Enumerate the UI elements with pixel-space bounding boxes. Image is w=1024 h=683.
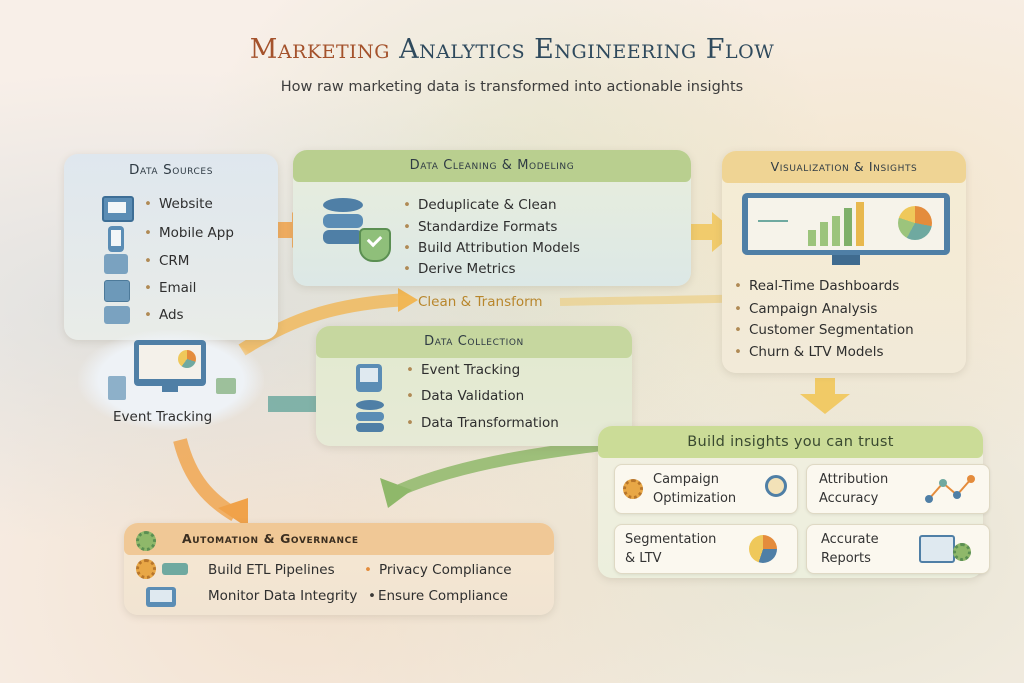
pie-chart-icon (178, 350, 196, 368)
viz-item-churn: Churn & LTV Models (748, 344, 884, 360)
campaign-line2: Optimization (653, 491, 737, 506)
pipeline-icon (162, 563, 188, 575)
clean-transform-label: Clean & Transform (418, 294, 543, 310)
governance-heading: Automation & Governance (124, 523, 554, 555)
cleaning-item-deduplicate: Deduplicate & Clean (417, 197, 557, 213)
governance-panel: Automation & Governance Build ETL Pipeli… (124, 523, 554, 615)
small-chart-icon (216, 378, 236, 394)
arrow-clean-head (398, 288, 418, 312)
event-tracking-cloud (78, 330, 264, 430)
arrow-viz-down (800, 378, 850, 414)
insights-heading: Build insights you can trust (598, 426, 983, 458)
arrow-event-to-governance (173, 438, 239, 522)
collection-item-validation: Data Validation (420, 388, 525, 404)
ads-icon (104, 306, 130, 324)
dashboard-monitor-icon (742, 193, 950, 255)
viz-item-dashboards: Real-Time Dashboards (748, 278, 900, 294)
data-sources-heading: Data Sources (128, 162, 214, 178)
database-icon (356, 400, 384, 432)
collection-item-event: Event Tracking (420, 362, 521, 378)
cleaning-item-metrics: Derive Metrics (417, 261, 516, 277)
data-collection-panel: Data Collection •Event Tracking •Data Va… (316, 326, 632, 446)
governance-ensure: Ensure Compliance (377, 588, 508, 604)
arrow-clean-to-viz (559, 294, 746, 306)
source-item-crm: CRM (158, 253, 190, 269)
campaign-line1: Campaign (653, 472, 720, 487)
source-item-ads: Ads (158, 307, 184, 323)
data-cleaning-heading: Data Cleaning & Modeling (293, 150, 691, 182)
title-part1: Marketing (249, 34, 390, 65)
data-cleaning-panel: Data Cleaning & Modeling •Deduplicate & … (293, 150, 691, 286)
governance-etl: Build ETL Pipelines (208, 562, 335, 578)
visualization-heading: Visualization & Insights (722, 151, 966, 183)
crm-icon (104, 254, 128, 274)
governance-privacy: Privacy Compliance (378, 562, 512, 578)
monitor-icon (146, 587, 176, 607)
magnifier-chart-icon (765, 475, 787, 497)
document-icon (108, 376, 126, 400)
page-subtitle: How raw marketing data is transformed in… (280, 79, 744, 95)
data-collection-heading: Data Collection (316, 326, 632, 358)
title-part2: Analytics Engineering Flow (399, 34, 775, 65)
gears-icon (136, 559, 156, 579)
database-icon (323, 198, 363, 254)
collection-item-transformation: Data Transformation (420, 415, 559, 431)
viz-item-campaign: Campaign Analysis (748, 301, 878, 317)
source-item-website: Website (158, 196, 213, 212)
monitor-stand-icon (832, 255, 860, 265)
network-graph-icon (925, 475, 975, 503)
source-item-email: Email (158, 280, 197, 296)
attribution-line1: Attribution (819, 472, 889, 487)
gears-icon (623, 479, 643, 499)
gear-icon (953, 543, 971, 561)
viz-item-segmentation: Customer Segmentation (748, 322, 914, 338)
pie-chart-icon (749, 535, 777, 563)
insight-card-segmentation: Segmentation & LTV (614, 524, 798, 574)
event-tracking-label: Event Tracking (113, 409, 213, 425)
governance-monitor: Monitor Data Integrity (208, 588, 358, 604)
monitor-icon (134, 340, 206, 386)
page-title: Marketing Analytics Engineering Flow (0, 34, 1024, 65)
cleaning-item-attribution: Build Attribution Models (417, 240, 580, 256)
source-item-mobile-app: Mobile App (158, 225, 234, 241)
attribution-line2: Accuracy (819, 491, 879, 506)
website-icon (102, 196, 134, 222)
cleaning-item-standardize: Standardize Formats (417, 219, 558, 235)
email-icon (104, 280, 130, 302)
gears-icon (136, 531, 156, 551)
report-icon (919, 535, 955, 563)
mobile-app-icon (108, 226, 124, 252)
segmentation-line2: & LTV (625, 551, 662, 566)
arrow-governance-head (380, 478, 412, 508)
tracking-device-icon (356, 364, 382, 392)
data-sources-panel: Data Sources •Website •Mobile App •CRM •… (64, 154, 278, 340)
shield-check-icon (359, 228, 391, 262)
monitor-stand-icon (162, 386, 178, 392)
arrow-governance-left-head (218, 498, 248, 528)
segmentation-line1: Segmentation (625, 532, 717, 547)
visualization-panel: Visualization & Insights •Real-Time Dash… (722, 151, 966, 373)
reports-line1: Accurate (821, 532, 879, 547)
reports-line2: Reports (821, 551, 871, 566)
